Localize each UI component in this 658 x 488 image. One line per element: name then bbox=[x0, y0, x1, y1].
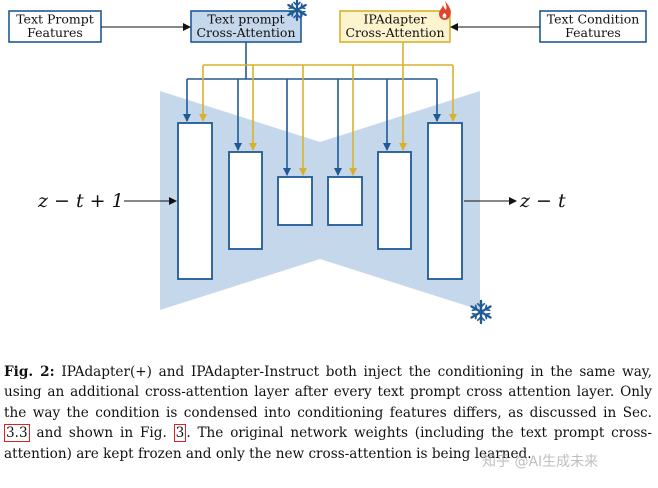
text-prompt-cross-attention-line2: Cross-Attention bbox=[196, 25, 295, 40]
text-condition-features-box: Text Condition Features bbox=[539, 10, 647, 43]
text-prompt-cross-attention-box: Text prompt Cross-Attention bbox=[190, 10, 302, 43]
ipadapter-cross-attention-box: IPAdapter Cross-Attention bbox=[339, 10, 451, 43]
unet-block-encoder-1 bbox=[177, 122, 213, 280]
text-prompt-features-line1: Text Prompt bbox=[16, 12, 94, 27]
output-latent-label: z − t bbox=[519, 190, 566, 212]
text-prompt-features-line2: Features bbox=[27, 25, 83, 40]
caption-text-3: . The original network weights (includin… bbox=[4, 425, 652, 462]
figure-caption: Fig. 2: IPAdapter(+) and IPAdapter-Instr… bbox=[4, 362, 652, 464]
snowflake-icon bbox=[287, 0, 307, 22]
caption-label: Fig. 2: bbox=[4, 364, 55, 380]
ipadapter-attention-connections bbox=[199, 42, 457, 176]
flame-icon bbox=[439, 1, 451, 20]
unet-block-decoder-1 bbox=[427, 122, 463, 280]
unet-block-decoder-2 bbox=[377, 151, 412, 250]
watermark: 知乎 @AI生成未来 bbox=[482, 454, 599, 470]
unet-block-encoder-3 bbox=[277, 176, 313, 226]
text-condition-features-line2: Features bbox=[565, 25, 621, 40]
ipadapter-cross-attention-line1: IPAdapter bbox=[363, 12, 426, 27]
text-attention-connections bbox=[183, 42, 441, 176]
caption-text-2: and shown in Fig. bbox=[29, 425, 174, 442]
unet-snowflake-icon bbox=[470, 299, 492, 325]
unet-architecture-diagram: Text Prompt Features Text prompt Cross-A… bbox=[8, 0, 647, 325]
caption-text-1: IPAdapter(+) and IPAdapter-Instruct both… bbox=[4, 364, 652, 421]
figure-reference-link[interactable]: 3 bbox=[173, 424, 187, 443]
input-latent-label: z − t + 1 bbox=[37, 190, 124, 212]
section-reference-link[interactable]: 3.3 bbox=[4, 424, 30, 443]
unet-block-encoder-2 bbox=[228, 151, 263, 250]
text-prompt-features-box: Text Prompt Features bbox=[8, 10, 102, 43]
text-prompt-cross-attention-line1: Text prompt bbox=[207, 12, 284, 27]
unet-block-decoder-3 bbox=[327, 176, 363, 226]
text-condition-features-line1: Text Condition bbox=[547, 12, 640, 27]
ipadapter-cross-attention-line2: Cross-Attention bbox=[345, 25, 444, 40]
